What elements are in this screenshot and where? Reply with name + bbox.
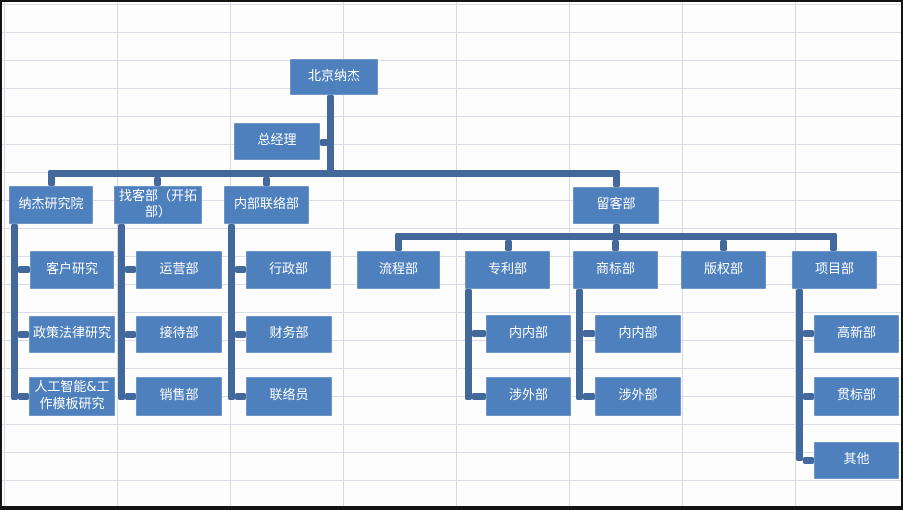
org-node-general-manager-label: 总经理	[257, 133, 297, 149]
org-node-operations-dept-label: 运营部	[159, 261, 199, 277]
org-node-internal-liaison-dept[interactable]: 内部联络部	[224, 186, 309, 224]
org-node-policy-law-research-label: 政策法律研究	[32, 326, 111, 342]
connector-lianluo-stub	[235, 393, 246, 400]
connector-research-drop	[48, 174, 55, 186]
org-node-process-dept-label: 流程部	[378, 261, 418, 277]
connector-shangbiao-hang	[576, 289, 583, 400]
org-node-liaison-officer-label: 联络员	[269, 388, 309, 404]
connector-xiaoshou-stub	[125, 393, 136, 400]
org-node-process-dept[interactable]: 流程部	[357, 251, 440, 289]
org-node-customer-research-label: 客户研究	[45, 261, 98, 277]
connector-liaison-hang	[228, 224, 235, 400]
org-node-patent-foreign-dept[interactable]: 涉外部	[486, 377, 571, 416]
connector-guanbiao-stub	[803, 393, 814, 400]
connector-kehu-stub	[18, 266, 30, 273]
connector-qita-stub	[803, 457, 814, 464]
connector-xingzheng-stub	[235, 266, 246, 273]
org-node-finance-dept[interactable]: 财务部	[246, 316, 332, 353]
org-node-reception-dept[interactable]: 接待部	[136, 316, 222, 353]
connector-zhengce-stub	[18, 331, 29, 338]
org-node-finance-dept-label: 财务部	[269, 326, 309, 342]
org-node-guanbiao-dept[interactable]: 贯标部	[814, 377, 899, 416]
connector-shewai-zhuanli-stub	[472, 393, 486, 400]
org-node-beijing-najie[interactable]: 北京纳杰	[290, 59, 378, 95]
connector-gaoxin-stub	[803, 330, 814, 337]
connector-neinei-zhuanli-stub	[472, 330, 486, 337]
connector-shewai-shangbiao-stub	[583, 393, 595, 400]
org-node-admin-dept-label: 行政部	[268, 261, 308, 277]
connector-jiedai-stub	[125, 331, 136, 338]
org-node-customer-research[interactable]: 客户研究	[30, 251, 114, 289]
org-node-sales-dept-label: 销售部	[159, 388, 199, 404]
org-node-trademark-dept[interactable]: 商标部	[573, 251, 658, 289]
org-node-najie-research-institute-label: 纳杰研究院	[18, 196, 84, 212]
connector-liuke-down	[613, 224, 620, 234]
org-node-other[interactable]: 其他	[814, 442, 899, 479]
connector-research-hang	[11, 224, 18, 400]
org-node-operations-dept[interactable]: 运营部	[136, 251, 222, 289]
org-node-ai-template-research-label: 人工智能&工 作模板研究	[34, 380, 110, 412]
org-node-sales-dept[interactable]: 销售部	[136, 377, 222, 416]
org-node-patent-domestic-dept-label: 内内部	[508, 325, 548, 341]
connector-zhaoke-hang	[118, 224, 125, 400]
org-node-liaison-officer[interactable]: 联络员	[246, 377, 332, 416]
connector-banquan-drop	[720, 240, 727, 251]
connector-gm-stub	[320, 139, 328, 146]
connector-zhuanli-hang	[465, 289, 472, 400]
org-node-admin-dept[interactable]: 行政部	[246, 251, 331, 289]
org-node-zhaoke-dept-label: 找客部（开拓 部）	[118, 188, 197, 220]
org-node-general-manager[interactable]: 总经理	[234, 123, 320, 160]
org-node-trademark-foreign-dept[interactable]: 涉外部	[595, 377, 681, 416]
connector-caiwu-stub	[235, 331, 246, 338]
connector-shangbiao-drop	[612, 240, 619, 251]
org-node-ai-template-research[interactable]: 人工智能&工 作模板研究	[29, 377, 115, 416]
org-node-copyright-dept-label: 版权部	[703, 261, 743, 277]
connector-liaison-drop	[263, 177, 270, 186]
connector-level2-horizontal	[48, 170, 620, 177]
org-node-hightech-dept-label: 高新部	[836, 325, 876, 341]
org-node-beijing-najie-label: 北京纳杰	[307, 68, 360, 84]
org-node-internal-liaison-dept-label: 内部联络部	[233, 196, 299, 212]
org-node-copyright-dept[interactable]: 版权部	[681, 251, 766, 289]
org-node-project-dept-label: 项目部	[814, 261, 854, 277]
org-node-other-label: 其他	[843, 452, 870, 468]
org-node-zhaoke-dept[interactable]: 找客部（开拓 部）	[114, 186, 202, 224]
connector-liuke-children-horizontal	[395, 233, 837, 240]
connector-liucheng-drop	[395, 237, 402, 251]
org-node-trademark-domestic-dept-label: 内内部	[618, 325, 658, 341]
connector-yunying-stub	[125, 266, 136, 273]
org-node-trademark-foreign-dept-label: 涉外部	[618, 388, 658, 404]
org-node-najie-research-institute[interactable]: 纳杰研究院	[9, 186, 93, 224]
connector-rengong-stub	[18, 393, 29, 400]
org-node-guanbiao-dept-label: 贯标部	[836, 388, 876, 404]
org-node-policy-law-research[interactable]: 政策法律研究	[29, 316, 115, 353]
org-node-trademark-dept-label: 商标部	[595, 261, 635, 277]
connector-zhuanli-drop	[505, 240, 512, 251]
org-node-trademark-domestic-dept[interactable]: 内内部	[595, 315, 681, 353]
org-node-reception-dept-label: 接待部	[159, 326, 199, 342]
org-node-patent-dept-label: 专利部	[487, 261, 527, 277]
connector-xiangmu-hang	[796, 289, 803, 461]
connector-liuke-drop	[613, 174, 620, 187]
org-node-patent-domestic-dept[interactable]: 内内部	[486, 315, 571, 353]
connector-root-vertical	[327, 95, 334, 177]
connector-xiangmu-drop	[830, 237, 837, 251]
org-node-hightech-dept[interactable]: 高新部	[814, 315, 899, 353]
connector-neinei-shangbiao-stub	[583, 330, 595, 337]
org-node-liuke-dept-label: 留客部	[596, 197, 636, 213]
connector-zhaoke-drop	[154, 177, 161, 186]
org-node-patent-foreign-dept-label: 涉外部	[508, 388, 548, 404]
org-node-project-dept[interactable]: 项目部	[792, 251, 877, 289]
org-node-patent-dept[interactable]: 专利部	[465, 251, 550, 289]
org-node-liuke-dept[interactable]: 留客部	[573, 187, 659, 224]
